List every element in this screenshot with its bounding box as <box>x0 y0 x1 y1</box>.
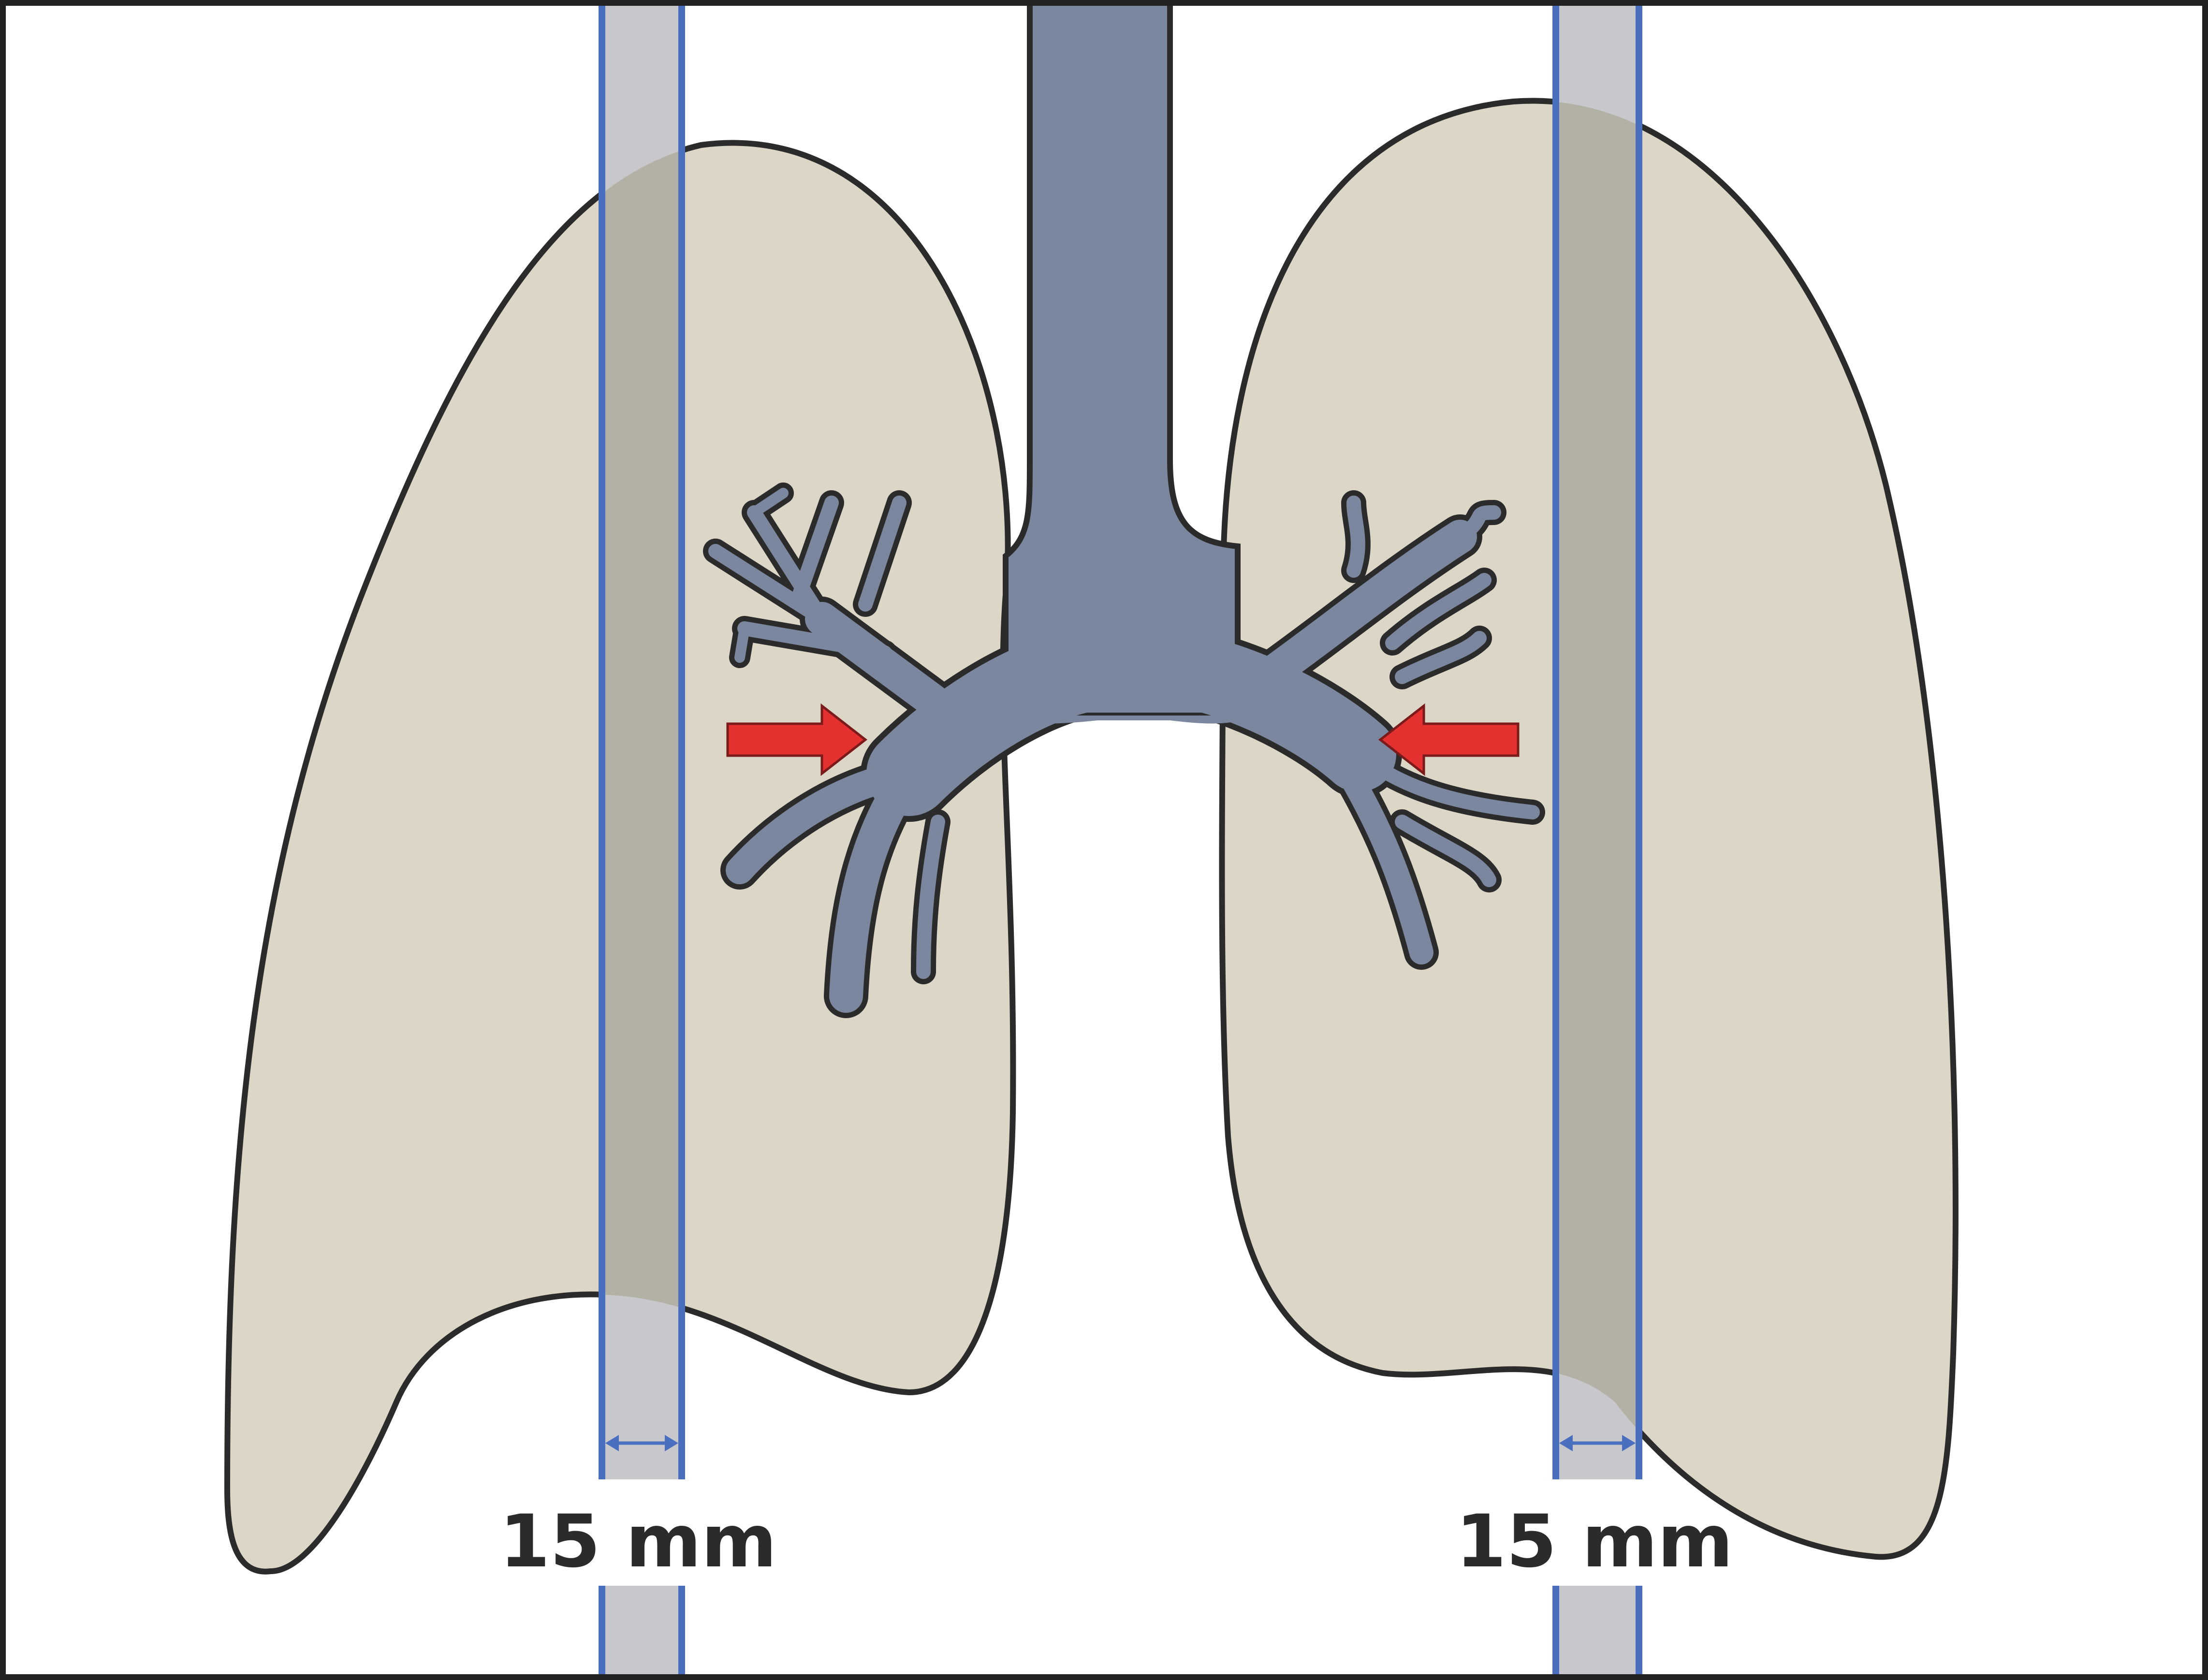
right-band-label-gap <box>1533 1479 1663 1586</box>
double-headed-arrow-icon <box>1559 1435 1636 1451</box>
left-slice-width-label: 15 mm <box>499 1500 777 1584</box>
red-left-arrow-icon <box>1378 703 1520 776</box>
airway-tree <box>703 0 1545 1018</box>
left-band-label-gap <box>580 1479 706 1586</box>
red-right-arrow-icon <box>726 703 868 776</box>
left-slice-band <box>580 0 706 1680</box>
right-slice-width-label: 15 mm <box>1456 1500 1733 1584</box>
double-headed-arrow-icon <box>605 1435 678 1451</box>
right-slice-band <box>1533 0 1663 1680</box>
